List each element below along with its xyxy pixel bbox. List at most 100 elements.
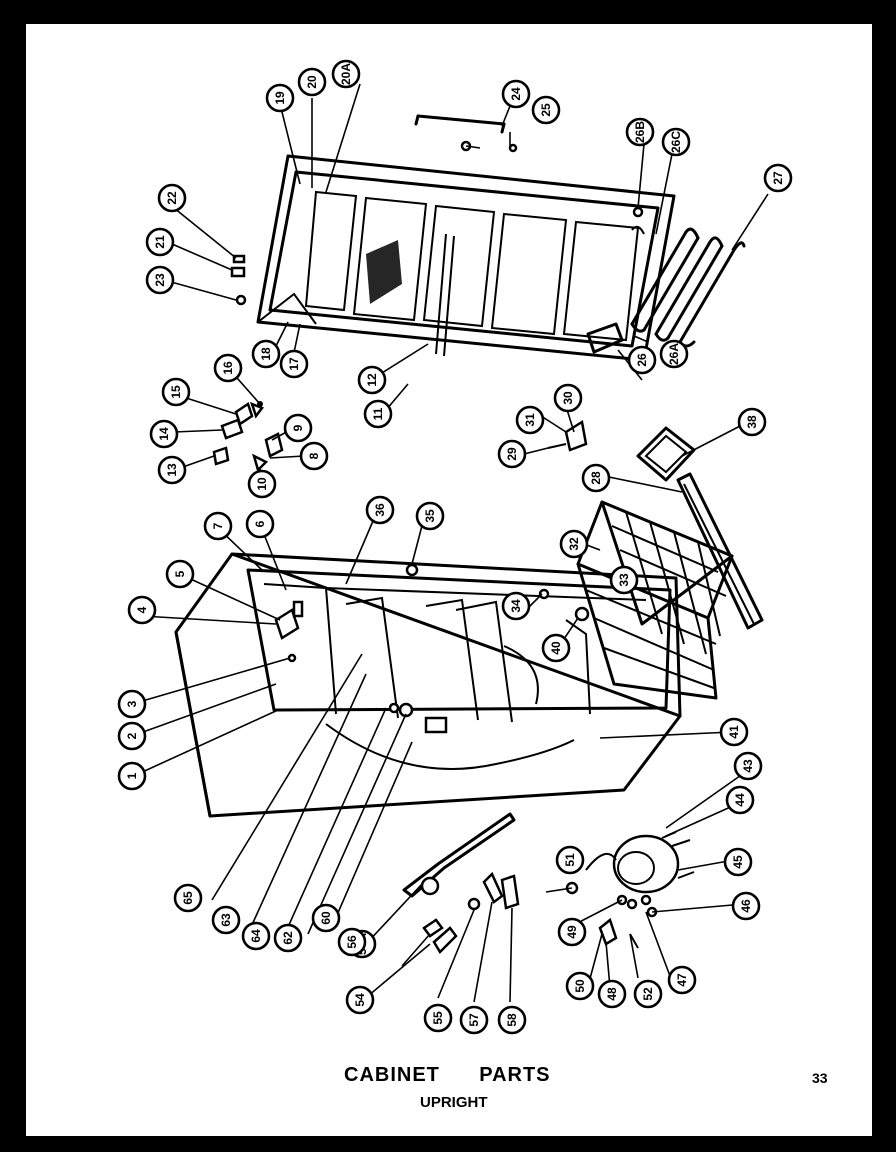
- callout-26: 26: [627, 345, 657, 375]
- svg-text:57: 57: [467, 1013, 481, 1027]
- callout-56: 56: [337, 927, 367, 957]
- callout-23: 23: [145, 265, 175, 295]
- callout-18: 18: [251, 339, 281, 369]
- latch-parts: [212, 254, 284, 473]
- callout-27: 27: [763, 163, 793, 193]
- svg-text:8: 8: [307, 452, 321, 459]
- svg-text:4: 4: [135, 606, 149, 613]
- callout-55: 55: [423, 1003, 453, 1033]
- svg-text:34: 34: [509, 599, 523, 613]
- svg-text:26: 26: [635, 353, 649, 367]
- drain-parts: [402, 812, 520, 955]
- leader-lines: [131, 83, 769, 1003]
- svg-text:10: 10: [255, 477, 269, 491]
- svg-text:65: 65: [181, 891, 195, 905]
- svg-text:28: 28: [589, 471, 603, 485]
- callout-14: 14: [149, 419, 179, 449]
- callout-41: 41: [719, 717, 749, 747]
- svg-text:16: 16: [221, 361, 235, 375]
- svg-text:56: 56: [345, 935, 359, 949]
- callout-36: 36: [365, 495, 395, 525]
- svg-text:27: 27: [771, 171, 785, 185]
- hinge-parts: [547, 419, 588, 452]
- svg-text:5: 5: [173, 570, 187, 577]
- svg-text:40: 40: [549, 641, 563, 655]
- svg-text:26A: 26A: [667, 343, 681, 365]
- callout-43: 43: [733, 751, 763, 781]
- svg-text:18: 18: [259, 347, 273, 361]
- callout-1: 1: [117, 761, 147, 791]
- svg-text:19: 19: [273, 91, 287, 105]
- callout-50: 50: [565, 971, 595, 1001]
- callout-32: 32: [559, 529, 589, 559]
- page-title: CABINET PARTS: [344, 1064, 551, 1086]
- condenser-coil: [630, 227, 746, 348]
- callout-6: 6: [245, 509, 275, 539]
- svg-text:63: 63: [219, 913, 233, 927]
- callout-21: 21: [145, 227, 175, 257]
- page-subtitle: UPRIGHT: [420, 1094, 488, 1111]
- svg-text:23: 23: [153, 273, 167, 287]
- callout-11: 11: [363, 399, 393, 429]
- svg-text:30: 30: [561, 391, 575, 405]
- svg-text:6: 6: [253, 520, 267, 527]
- svg-text:58: 58: [505, 1013, 519, 1027]
- callout-51: 51: [555, 845, 585, 875]
- svg-text:13: 13: [165, 463, 179, 477]
- callout-7: 7: [203, 511, 233, 541]
- svg-text:22: 22: [165, 191, 179, 205]
- svg-text:52: 52: [641, 987, 655, 1001]
- svg-text:32: 32: [567, 537, 581, 551]
- callout-15: 15: [161, 377, 191, 407]
- svg-text:55: 55: [431, 1011, 445, 1025]
- svg-text:21: 21: [153, 235, 167, 249]
- svg-text:43: 43: [741, 759, 755, 773]
- callout-10: 10: [247, 469, 277, 499]
- svg-text:24: 24: [509, 87, 523, 101]
- callout-9: 9: [283, 413, 313, 443]
- callout-3: 3: [117, 689, 147, 719]
- svg-text:25: 25: [539, 103, 553, 117]
- callout-58: 58: [497, 1005, 527, 1035]
- callout-17: 17: [279, 349, 309, 379]
- callout-19: 19: [265, 83, 295, 113]
- exploded-parts-diagram: 1 2 3 4 5 6 7 8 9 10 11 12 13 14 15 16 1…: [117, 59, 793, 1035]
- svg-text:45: 45: [731, 855, 745, 869]
- cabinet-body: [174, 552, 682, 818]
- callout-22: 22: [157, 183, 187, 213]
- callout-31: 31: [515, 405, 545, 435]
- svg-text:20A: 20A: [339, 63, 353, 85]
- svg-text:20: 20: [305, 75, 319, 89]
- freezer-basket: [576, 500, 734, 700]
- callout-34: 34: [501, 591, 531, 621]
- freezer-door: [256, 154, 676, 362]
- svg-text:36: 36: [373, 503, 387, 517]
- callout-16: 16: [213, 353, 243, 383]
- callout-54: 54: [345, 985, 375, 1015]
- svg-text:9: 9: [291, 424, 305, 431]
- callout-26b: 26B: [625, 117, 655, 147]
- svg-text:46: 46: [739, 899, 753, 913]
- svg-text:12: 12: [365, 373, 379, 387]
- svg-text:60: 60: [319, 911, 333, 925]
- svg-text:29: 29: [505, 447, 519, 461]
- callout-5: 5: [165, 559, 195, 589]
- callout-40: 40: [541, 633, 571, 663]
- callout-12: 12: [357, 365, 387, 395]
- svg-text:3: 3: [125, 700, 139, 707]
- callout-29: 29: [497, 439, 527, 469]
- svg-text:51: 51: [563, 853, 577, 867]
- svg-text:54: 54: [353, 993, 367, 1007]
- svg-text:17: 17: [287, 357, 301, 371]
- svg-text:26B: 26B: [633, 121, 647, 143]
- svg-text:26C: 26C: [669, 131, 683, 153]
- callout-48: 48: [597, 979, 627, 1009]
- callout-33: 33: [609, 565, 639, 595]
- callout-25: 25: [531, 95, 561, 125]
- callout-20a: 20A: [331, 59, 361, 89]
- svg-text:50: 50: [573, 979, 587, 993]
- svg-text:47: 47: [675, 973, 689, 987]
- callout-57: 57: [459, 1005, 489, 1035]
- callout-46: 46: [731, 891, 761, 921]
- svg-text:38: 38: [745, 415, 759, 429]
